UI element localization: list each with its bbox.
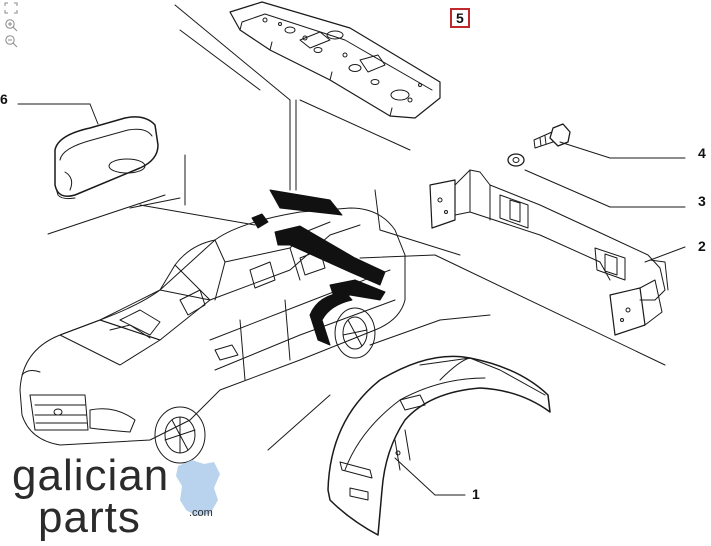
part-5-rear-panel[interactable] [229, 1, 441, 119]
galicia-map-logo-icon [176, 460, 220, 516]
leader-lines [17, 4, 686, 496]
callout-part-4[interactable]: 4 [698, 145, 706, 161]
car-illustration [19, 207, 406, 464]
callout-part-2[interactable]: 2 [698, 238, 706, 254]
part-4-bolt[interactable] [533, 123, 571, 149]
callout-part-3[interactable]: 3 [698, 193, 706, 209]
highlighted-parts-on-car [251, 189, 386, 346]
logo-line-1: galician [12, 451, 170, 500]
callout-part-6[interactable]: 6 [0, 91, 8, 107]
logo-line-2: parts [38, 492, 141, 542]
logo-domain-suffix: .com [189, 507, 213, 519]
callout-part-1[interactable]: 1 [472, 486, 480, 502]
part-6-cover[interactable] [54, 116, 159, 200]
zoom-in-icon[interactable] [2, 18, 20, 33]
callout-part-5[interactable]: 5 [450, 8, 470, 28]
brand-logo: galician parts .com [12, 451, 213, 542]
part-3-washer[interactable] [507, 153, 525, 167]
zoom-toolbar [2, 2, 22, 49]
part-2-crossmember[interactable] [429, 169, 669, 336]
zoom-out-icon[interactable] [2, 34, 20, 49]
fit-to-screen-icon[interactable] [2, 2, 20, 17]
part-1-wheel-arch-liner[interactable] [327, 355, 551, 536]
